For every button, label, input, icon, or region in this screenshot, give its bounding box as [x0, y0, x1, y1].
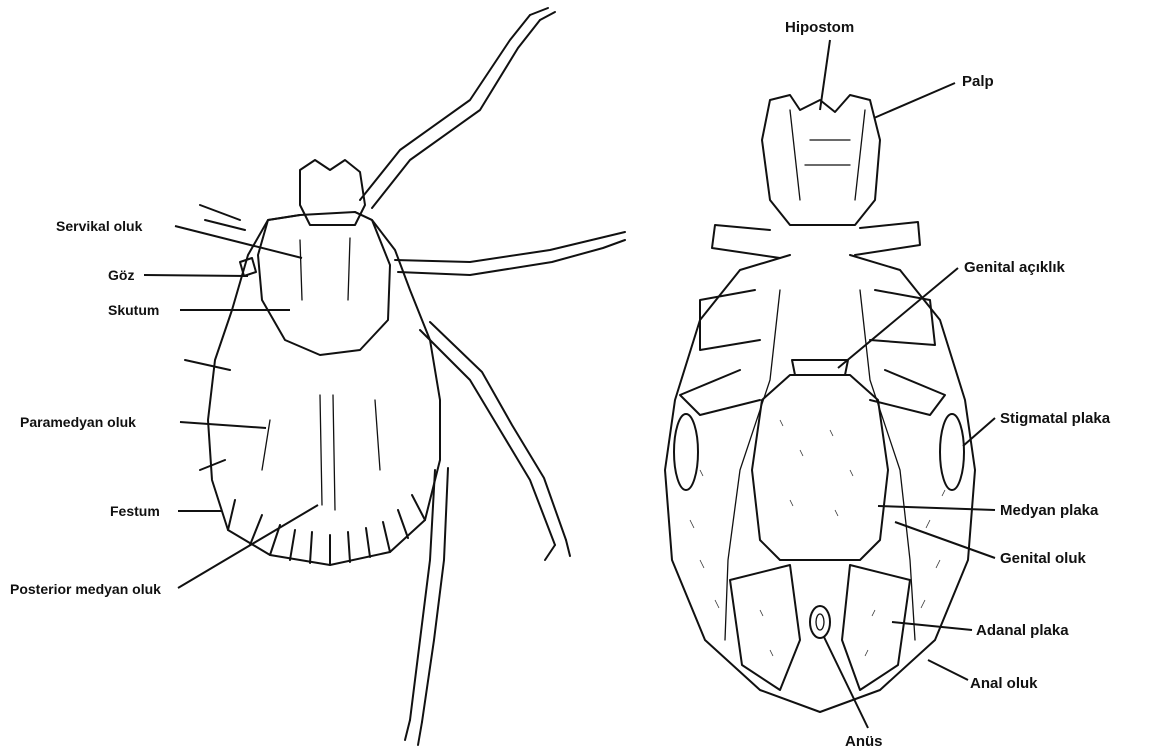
label-medyan-plaka: Medyan plaka [1000, 502, 1099, 519]
label-paramedyan-oluk: Paramedyan oluk [20, 414, 136, 430]
label-genital-aciklik: Genital açıklık [964, 259, 1066, 276]
label-stigmatal-plaka: Stigmatal plaka [1000, 410, 1111, 427]
ventral-median-plate [752, 375, 888, 560]
ventral-body-outline [665, 255, 975, 712]
label-adanal-plaka: Adanal plaka [976, 622, 1069, 639]
label-genital-oluk: Genital oluk [1000, 550, 1087, 567]
ventral-adanal-plates [730, 565, 910, 690]
ventral-stigmatal-plate-left [674, 414, 698, 490]
label-hipostom: Hipostom [785, 19, 854, 36]
label-anal-oluk: Anal oluk [970, 675, 1038, 692]
ventral-view-tick [665, 95, 975, 712]
dorsal-legs [185, 8, 625, 745]
label-skutum: Skutum [108, 302, 159, 318]
label-festum: Festum [110, 503, 160, 519]
ventral-legs [680, 222, 945, 415]
ventral-mouthparts [762, 95, 880, 225]
dorsal-view-tick [185, 8, 625, 745]
label-posterior-medyan-oluk: Posterior medyan oluk [10, 581, 161, 597]
dorsal-scutum [258, 212, 390, 355]
ventral-pointer-lines [820, 40, 995, 728]
label-palp: Palp [962, 73, 994, 90]
dorsal-pointer-lines [144, 226, 318, 588]
dorsal-body-outline [208, 212, 440, 565]
label-servikal-oluk: Servikal oluk [56, 218, 143, 234]
ventral-hatching [690, 420, 945, 656]
ventral-stigmatal-plate-right [940, 414, 964, 490]
label-goz: Göz [108, 267, 134, 283]
label-anus: Anüs [845, 733, 883, 750]
dorsal-festoons [228, 495, 425, 565]
ventral-anus [810, 606, 830, 638]
